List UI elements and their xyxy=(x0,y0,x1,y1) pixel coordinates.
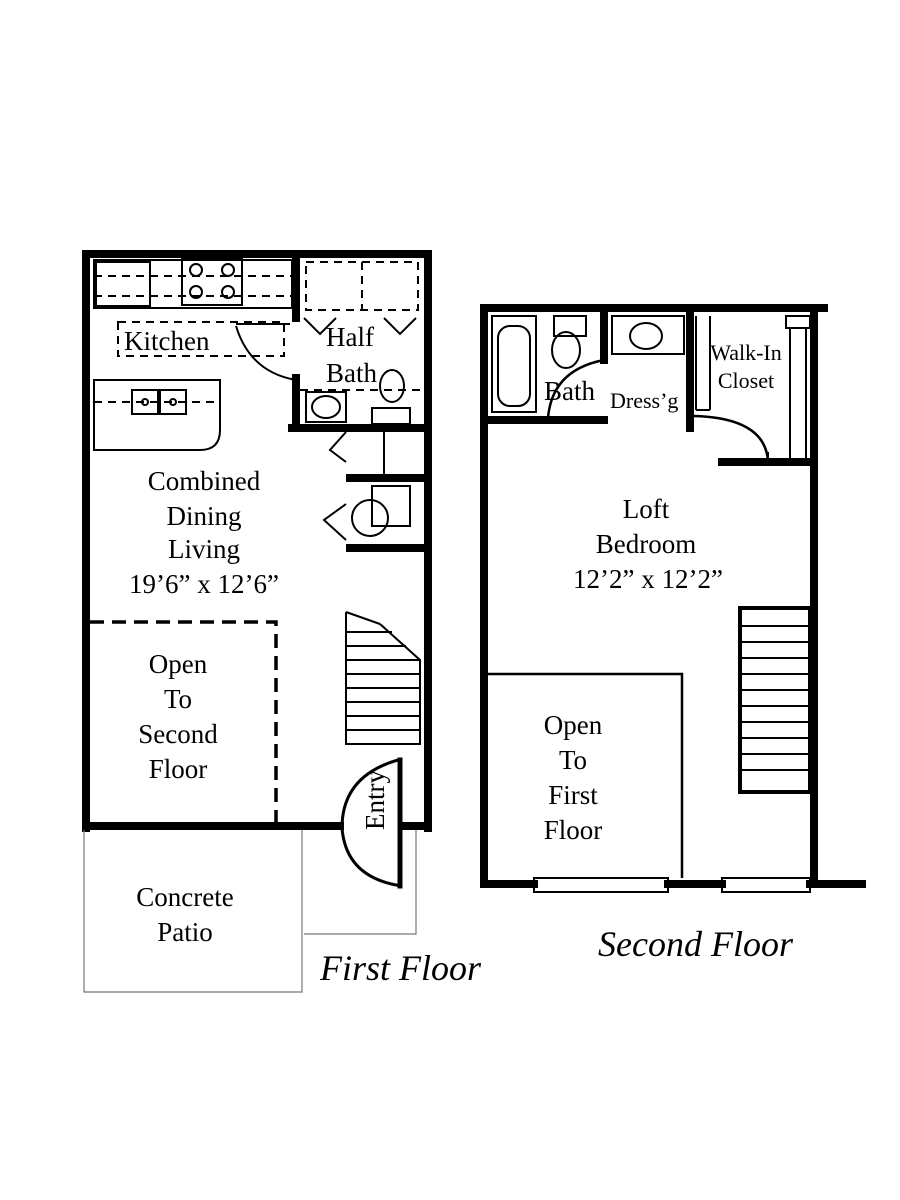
open-to-first-line4: Floor xyxy=(544,815,603,845)
open-to-first-line2: To xyxy=(559,745,587,775)
dressing-label: Dress’g xyxy=(610,388,678,413)
water-heater-icon xyxy=(351,499,389,537)
first-floor-walls xyxy=(82,250,432,832)
patio-label-line1: Concrete xyxy=(136,882,233,912)
dining-label-line3: Living xyxy=(168,534,240,564)
first-floor-stairs xyxy=(345,611,421,745)
toilet-icon xyxy=(311,395,341,419)
first-floor-plan: Kitchen Half Bath Combined Dining Living… xyxy=(82,250,482,993)
kitchen-counters xyxy=(93,258,297,451)
second-floor-caption: Second Floor xyxy=(598,924,794,964)
vanity-sink-icon xyxy=(629,322,663,350)
loft-label-line2: Bedroom xyxy=(596,529,697,559)
open-to-first-line1: Open xyxy=(544,710,603,740)
patio-label-line2: Patio xyxy=(157,917,213,947)
range-stove xyxy=(181,258,243,306)
half-bath-fixtures xyxy=(300,261,424,425)
patio-outline xyxy=(83,830,417,993)
entry-door xyxy=(340,757,403,889)
open-to-first-outline xyxy=(488,672,684,878)
closet-label-line2: Closet xyxy=(718,368,774,393)
first-floor-caption: First Floor xyxy=(319,948,482,988)
sink-icon xyxy=(131,389,159,415)
entry-label: Entry xyxy=(360,770,390,830)
dining-label-line2: Dining xyxy=(166,501,241,531)
second-bath-fixtures xyxy=(491,315,685,419)
open-to-label-line1: Open xyxy=(149,649,208,679)
loft-dimensions: 12’2” x 12’2” xyxy=(573,564,723,594)
window-right xyxy=(721,877,811,893)
open-area-outline xyxy=(90,620,278,824)
second-toilet-icon xyxy=(551,331,581,369)
second-floor-walls xyxy=(480,304,866,888)
open-to-label-line3: Second xyxy=(138,719,218,749)
kitchen-label: Kitchen xyxy=(124,326,210,356)
open-to-first-line3: First xyxy=(548,780,598,810)
bathtub-icon xyxy=(491,315,537,413)
walk-in-closet xyxy=(693,315,811,463)
half-bath-label-line2: Bath xyxy=(326,358,377,388)
closet-label-line1: Walk-In xyxy=(710,340,782,365)
second-floor-plan: Bath Dress’g Walk-In Closet Loft Bedroom… xyxy=(480,304,866,964)
loft-label-line1: Loft xyxy=(623,494,670,524)
half-bath-label-line1: Half xyxy=(326,322,374,352)
dining-dimensions: 19’6” x 12’6” xyxy=(129,569,279,599)
open-to-label-line4: Floor xyxy=(149,754,208,784)
dining-label-line1: Combined xyxy=(148,466,261,496)
utility-closets xyxy=(322,431,411,541)
open-to-label-line2: To xyxy=(164,684,192,714)
second-floor-stairs xyxy=(738,606,812,794)
bath-label: Bath xyxy=(544,376,595,406)
window-left xyxy=(533,877,669,893)
